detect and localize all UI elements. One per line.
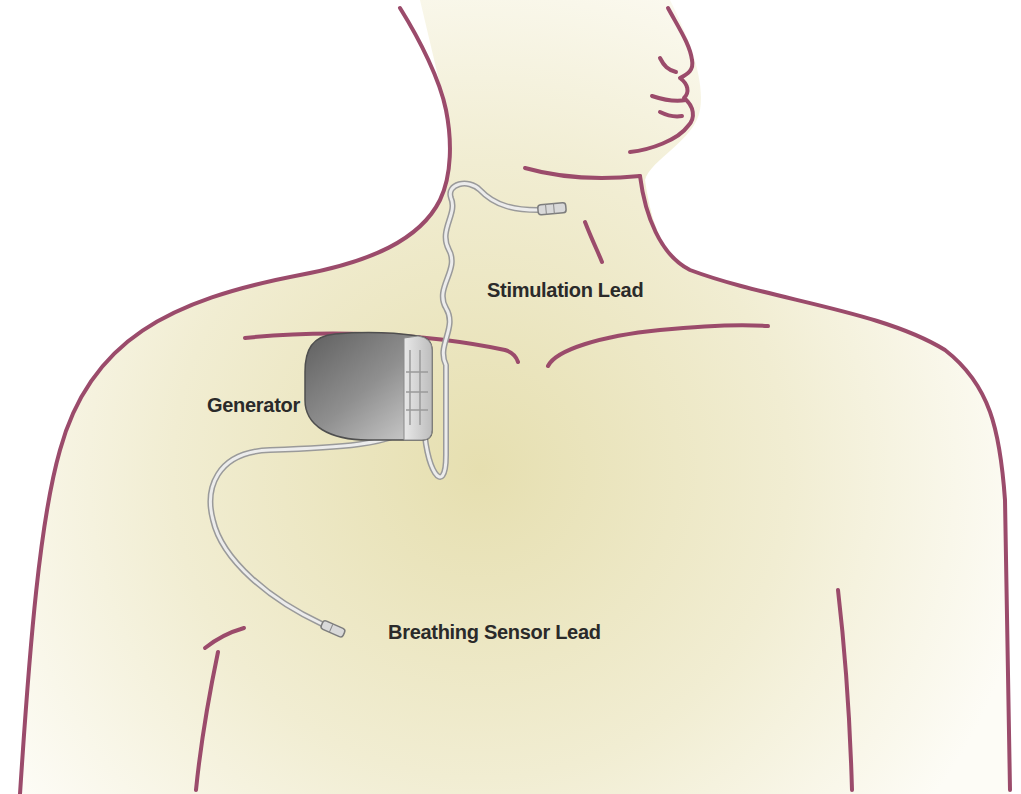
left-inner-arm [196,652,218,790]
neck-line [585,222,602,262]
jaw-line [525,168,640,178]
stimulation-cuff [538,203,567,215]
mouth [652,96,686,101]
generator-device [305,333,432,440]
part-label: Breathing Sensor Lead [388,621,601,644]
face-outline [630,8,693,152]
right-clavicle [548,325,768,366]
nostril [660,58,676,72]
stimulation-lead-wire [424,184,538,477]
part-label: Stimulation Lead [487,279,643,302]
stimulation-lead-core [424,184,538,477]
sensor-lead-core [211,425,410,624]
body-outline-left [20,8,450,794]
sensor-lead-wire [211,425,410,624]
lip [660,112,682,116]
right-inner-arm [838,590,852,790]
body-outline-right [640,176,1010,790]
sensor-tip [320,620,346,638]
left-armpit [205,628,244,648]
skin-fill [20,0,1010,794]
part-label: Generator [207,394,300,417]
